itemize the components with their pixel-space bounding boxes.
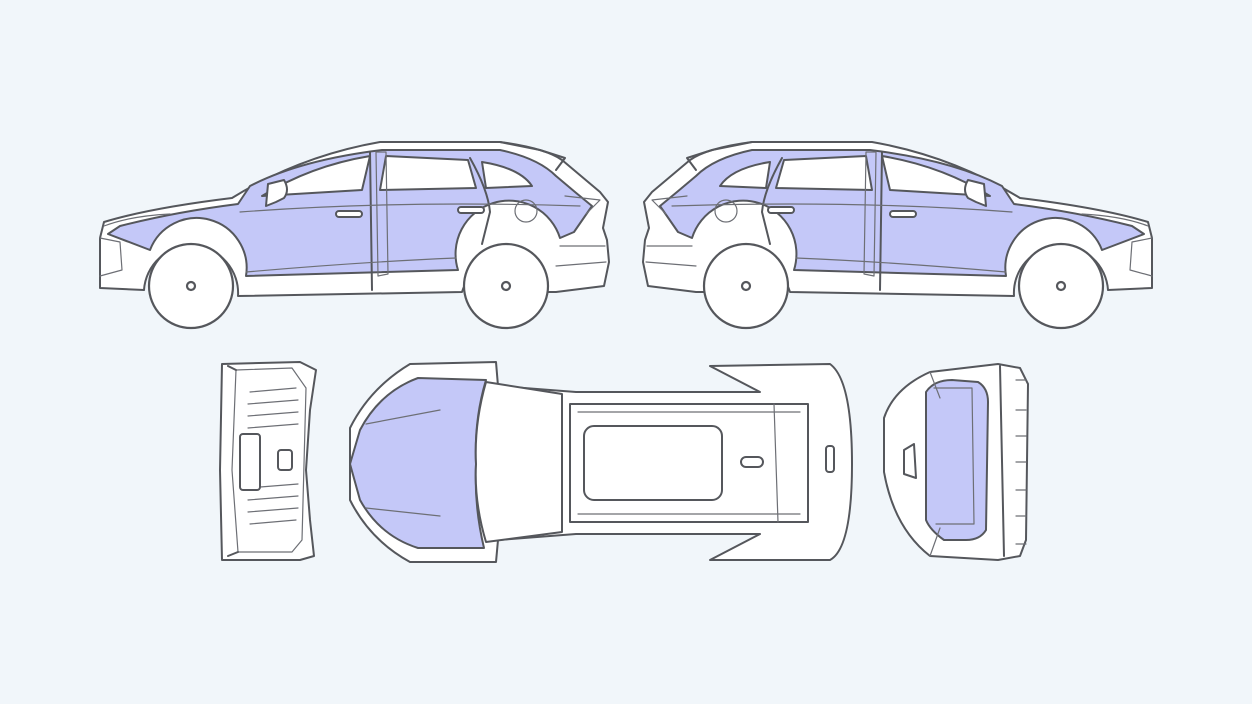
roof-spoiler <box>686 141 753 171</box>
rear-bumper <box>555 245 607 267</box>
door-line-front <box>369 151 373 291</box>
side-view-left <box>99 141 610 330</box>
side-mirror <box>265 179 288 207</box>
rear-windshield-line <box>773 403 779 523</box>
b-pillar <box>375 151 389 277</box>
rear-wheel-hub <box>740 280 752 292</box>
roof-spoiler <box>499 141 566 171</box>
door-line-rear <box>469 157 491 245</box>
sill-line <box>795 257 1007 273</box>
sill-line <box>245 257 457 273</box>
rear-view <box>883 363 1029 561</box>
front-bumper-edge <box>227 365 239 557</box>
front-view <box>219 361 317 561</box>
fuel-cap <box>514 199 538 223</box>
hood-crease-upper <box>365 409 441 425</box>
fuel-cap <box>714 199 738 223</box>
top-view <box>349 361 853 563</box>
hood-crease-lower <box>365 507 441 517</box>
front-grille <box>1129 237 1153 277</box>
side-view-right <box>642 141 1153 330</box>
b-pillar <box>863 151 877 277</box>
door-line-front <box>879 151 883 291</box>
rear-brake-light <box>825 445 835 473</box>
rear-light <box>651 195 688 215</box>
roof-panel <box>569 403 809 523</box>
front-license-plate <box>239 433 261 491</box>
front-body-outline <box>219 361 317 561</box>
windshield <box>474 381 563 543</box>
rear-glass-highlight <box>925 379 989 541</box>
door-handle-front <box>335 210 363 218</box>
rear-bumper-emblem <box>903 443 917 479</box>
middle-window <box>775 155 873 191</box>
rear-light <box>564 195 601 215</box>
body-crease <box>671 203 1013 213</box>
body-crease <box>239 203 581 213</box>
front-emblem <box>277 449 293 471</box>
door-line-rear <box>761 157 783 245</box>
rear-bumper-line <box>929 371 941 557</box>
rear-window <box>481 161 533 189</box>
headlight <box>103 213 171 227</box>
rear-bumper <box>645 245 697 267</box>
front-wheel-hub <box>1055 280 1067 292</box>
door-handle-rear <box>457 206 485 214</box>
door-handle-front <box>889 210 917 218</box>
rear-side-strip <box>999 365 1005 557</box>
grille-slats <box>247 387 299 525</box>
sunroof <box>583 425 723 501</box>
front-wheel-hub <box>185 280 197 292</box>
headlight <box>1081 213 1149 227</box>
rear-wheel-hub <box>500 280 512 292</box>
side-mirror <box>964 179 987 207</box>
front-grille <box>99 237 123 277</box>
middle-window <box>379 155 477 191</box>
front-grille-panel <box>231 367 307 553</box>
shark-fin-antenna <box>740 456 764 468</box>
rear-window <box>719 161 771 189</box>
rear-light-notches <box>1015 379 1027 545</box>
door-handle-rear <box>767 206 795 214</box>
rear-window-frame <box>933 387 975 525</box>
